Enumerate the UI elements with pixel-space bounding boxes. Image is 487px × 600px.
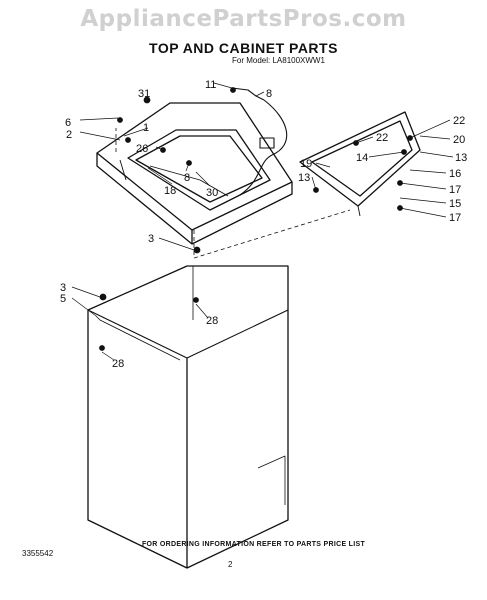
- callout-8: 8: [184, 172, 190, 184]
- callout-13-b: 13: [298, 172, 310, 184]
- callout-31: 31: [138, 88, 150, 100]
- callout-28-a: 28: [206, 315, 218, 327]
- callout-3-a: 3: [148, 233, 154, 245]
- callout-14: 14: [356, 152, 368, 164]
- callout-5: 5: [60, 293, 66, 305]
- callout-4: 8: [266, 88, 272, 100]
- site-watermark: AppliancePartsPros.com: [80, 6, 407, 32]
- model-subtitle: For Model: LA8100XWW1: [232, 56, 325, 65]
- page-number: 2: [228, 560, 233, 569]
- callout-26: 26: [136, 143, 148, 155]
- callout-16: 16: [449, 168, 461, 180]
- callout-15: 15: [449, 198, 461, 210]
- callout-13-a: 13: [455, 152, 467, 164]
- callout-2: 2: [66, 129, 72, 141]
- callout-28-b: 28: [112, 358, 124, 370]
- callout-20: 20: [453, 134, 465, 146]
- callout-labels: 11 8 31 6 1 2 26 8 18 30 22 22 20 13 14 …: [60, 79, 467, 370]
- callout-17-b: 17: [449, 212, 461, 224]
- lid: [299, 111, 421, 217]
- ordering-note: FOR ORDERING INFORMATION REFER TO PARTS …: [141, 541, 366, 548]
- callout-6: 6: [65, 117, 71, 129]
- callout-3-b: 3: [60, 282, 66, 294]
- callout-18: 18: [164, 185, 176, 197]
- cabinet: [87, 265, 289, 569]
- lid-switch-harness: [231, 87, 288, 196]
- callout-leaders: [71, 82, 454, 361]
- assembly-guide-lines: [115, 128, 351, 259]
- callout-1: 1: [143, 122, 149, 134]
- diagram-title: TOP AND CABINET PARTS: [149, 40, 338, 56]
- top-panel: [96, 102, 293, 245]
- callout-19: 19: [300, 158, 312, 170]
- callout-17-a: 17: [449, 184, 461, 196]
- document-code: 3355542: [22, 549, 54, 558]
- callout-30: 30: [206, 187, 218, 199]
- callout-22-a: 22: [453, 115, 465, 127]
- callout-22-b: 22: [376, 132, 388, 144]
- callout-11: 11: [205, 79, 216, 91]
